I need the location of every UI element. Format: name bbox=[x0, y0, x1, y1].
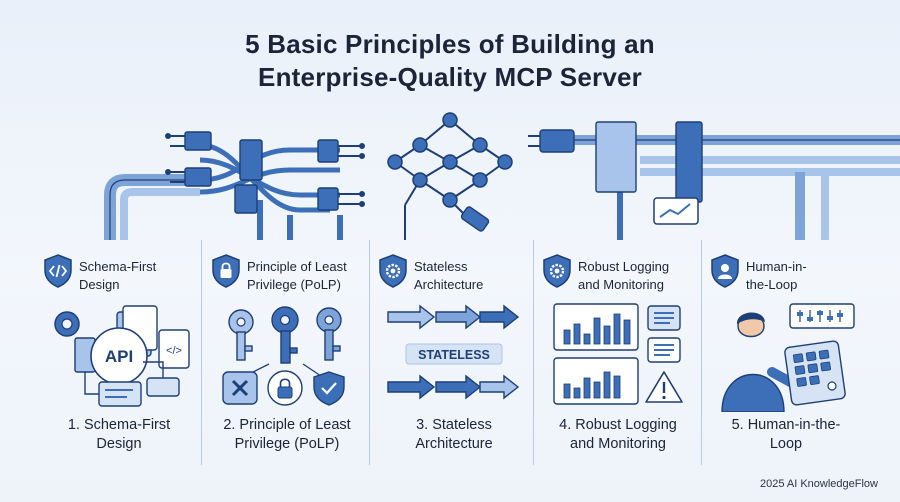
header-line-2: Architecture bbox=[414, 277, 484, 292]
svg-text:</>: </> bbox=[166, 345, 182, 357]
principle-header: Stateless Architecture bbox=[370, 252, 538, 302]
footer-line-2: Loop bbox=[769, 436, 803, 452]
api-schema-illustration: </> API bbox=[54, 305, 190, 407]
arrow-right-icon bbox=[479, 374, 520, 400]
footer-line-1: 2. Principle of Least bbox=[223, 417, 351, 433]
footer-line-2: and Monitoring bbox=[570, 436, 666, 452]
footer-line-2: Design bbox=[96, 436, 142, 452]
title-line-1: 5 Basic Principles of Building an bbox=[245, 29, 655, 59]
gear-icon bbox=[379, 254, 407, 288]
human-operator-illustration bbox=[721, 303, 855, 412]
footer-line-1: 1. Schema-First bbox=[67, 417, 171, 433]
deny-icon bbox=[222, 371, 258, 405]
header-line-2: the-Loop bbox=[746, 277, 798, 292]
bar-chart-panel bbox=[553, 303, 639, 351]
code-icon bbox=[44, 254, 72, 288]
principle-panel-5: Human-in- the-Loop bbox=[702, 240, 870, 470]
footer-line-2: Architecture bbox=[415, 436, 493, 452]
divider-1 bbox=[201, 240, 202, 465]
monitor-chart-icon bbox=[653, 197, 699, 225]
monitoring-dashboard-illustration bbox=[553, 303, 683, 405]
principle-panel-3: Stateless Architecture STATELESS 3. Stat… bbox=[370, 240, 538, 470]
title-line-2: Enterprise-Quality MCP Server bbox=[258, 62, 642, 92]
principle-header: Robust Logging and Monitoring bbox=[534, 252, 702, 302]
user-icon bbox=[711, 254, 739, 288]
divider-3 bbox=[533, 240, 534, 465]
header-line-1: Stateless bbox=[414, 259, 468, 274]
footer-line-1: 5. Human-in-the- bbox=[731, 417, 841, 433]
shield-check-icon bbox=[313, 371, 345, 406]
lock-icon bbox=[212, 254, 240, 288]
divider-4 bbox=[701, 240, 702, 465]
header-line-1: Schema-First bbox=[79, 259, 157, 274]
padlock-icon bbox=[267, 370, 303, 406]
server-connector bbox=[539, 121, 703, 203]
principle-panel-1: Schema-First Design </> API 1. Schema-Fi… bbox=[35, 240, 203, 470]
credit-text: 2025 AI KnowledgeFlow bbox=[759, 478, 878, 490]
principle-header: Principle of Least Privilege (PoLP) bbox=[203, 252, 371, 302]
header-line-1: Robust Logging bbox=[578, 259, 670, 274]
connector-blocks bbox=[184, 131, 339, 214]
gear-icon bbox=[543, 254, 571, 288]
code-doc-icon: </> bbox=[158, 329, 190, 369]
log-list-icon bbox=[647, 337, 681, 363]
arrow-right-icon bbox=[435, 374, 482, 400]
footer-line-1: 4. Robust Logging bbox=[559, 417, 677, 433]
plug-icon bbox=[460, 206, 490, 232]
control-console-icon bbox=[784, 340, 846, 406]
arrow-right-icon bbox=[479, 304, 520, 330]
principle-panel-4: Robust Logging and Monitoring bbox=[534, 240, 702, 470]
principle-panel-2: Principle of Least Privilege (PoLP) bbox=[203, 240, 371, 470]
arrow-right-icon bbox=[435, 304, 482, 330]
divider-2 bbox=[369, 240, 370, 465]
warning-icon bbox=[645, 371, 683, 403]
header-line-1: Human-in- bbox=[746, 259, 807, 274]
header-line-2: and Monitoring bbox=[578, 277, 664, 292]
person-icon bbox=[721, 312, 799, 412]
principle-header: Human-in- the-Loop bbox=[702, 252, 870, 302]
header-line-2: Privilege (PoLP) bbox=[247, 277, 341, 292]
stateless-arrows-illustration: STATELESS bbox=[387, 304, 520, 400]
header-line-1: Principle of Least bbox=[247, 259, 347, 274]
slider-panel-icon bbox=[789, 303, 855, 329]
arrow-right-icon bbox=[387, 374, 436, 400]
footer-line-2: Privilege (PoLP) bbox=[234, 436, 340, 452]
pipeline-illustration bbox=[104, 112, 900, 240]
gear-icon bbox=[54, 311, 80, 337]
bar-chart-panel bbox=[553, 357, 639, 405]
principle-header: Schema-First Design bbox=[35, 252, 203, 302]
arrow-right-icon bbox=[387, 304, 436, 330]
api-label: API bbox=[105, 347, 133, 366]
log-list-icon bbox=[647, 305, 681, 331]
page-title: 5 Basic Principles of Building an Enterp… bbox=[0, 28, 900, 94]
stateless-label: STATELESS bbox=[418, 348, 490, 362]
footer-line-1: 3. Stateless bbox=[416, 417, 492, 433]
keys-illustration bbox=[222, 306, 345, 406]
header-line-2: Design bbox=[79, 277, 120, 292]
